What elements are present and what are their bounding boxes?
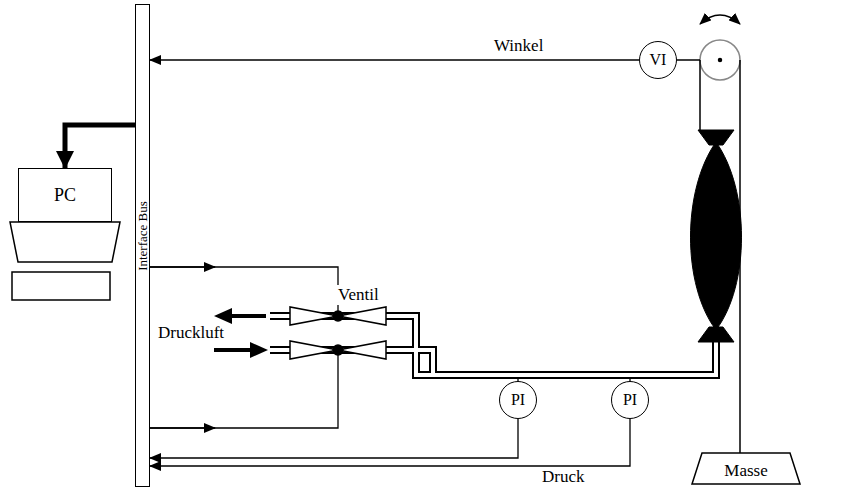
node-label: Interface Bus <box>135 201 150 271</box>
valve-symbol <box>290 307 386 359</box>
node-label: PI <box>623 391 637 409</box>
angle-sensor: VI <box>639 41 677 79</box>
mass-pan: Masse <box>690 452 802 485</box>
signal-line <box>150 59 639 60</box>
sensor-tap <box>518 379 630 382</box>
signal-line <box>150 419 630 466</box>
air-label: Druckluft <box>156 323 226 343</box>
pc-housing <box>10 222 120 300</box>
pneumatic-muscle <box>691 130 742 342</box>
pc-monitor: PC <box>18 168 112 222</box>
node-label: VI <box>650 51 667 69</box>
signal-line <box>150 419 518 458</box>
data-arrow <box>65 125 135 168</box>
pressure-sensor: PI <box>611 381 649 419</box>
signal-label: Winkel <box>492 36 545 56</box>
valve-label: Ventil <box>336 285 381 305</box>
pressure-sensor: PI <box>499 381 537 419</box>
node-label: PI <box>511 391 525 409</box>
pneumatic-tube <box>270 316 716 375</box>
signal-label: Druck <box>540 467 586 487</box>
node-label: PC <box>54 185 76 206</box>
control-line <box>150 267 338 428</box>
node-label: Masse <box>724 461 767 481</box>
interface-bus: Interface Bus <box>135 4 150 487</box>
